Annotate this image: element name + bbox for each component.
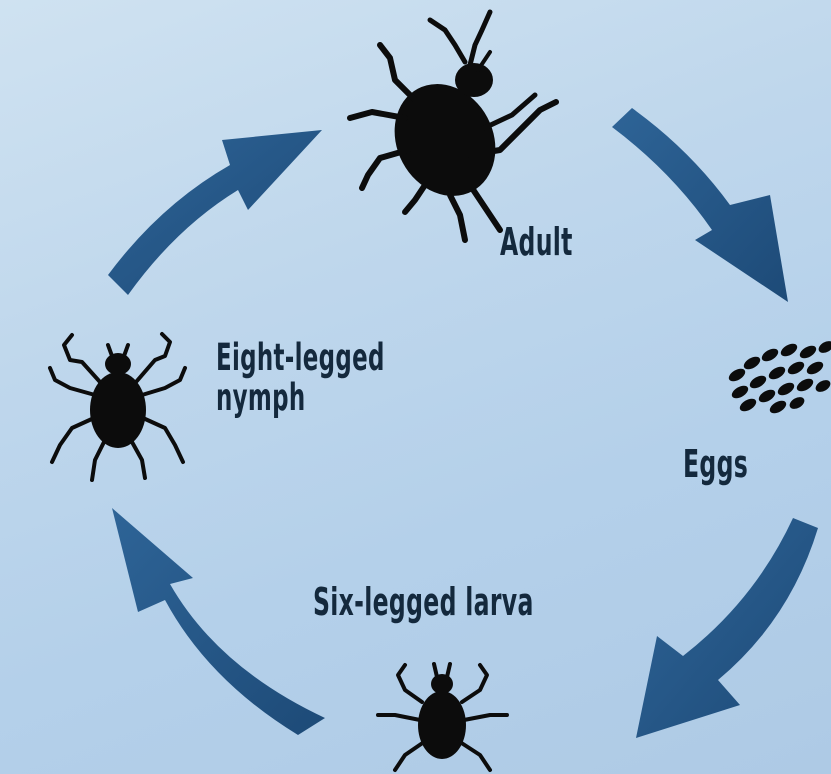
arrow-nymph-to-adult [108, 130, 322, 295]
arrow-larva-to-nymph [112, 508, 325, 735]
arrow-adult-to-eggs [612, 108, 788, 302]
stage-label-adult: Adult [500, 220, 573, 264]
adult-tick-icon [350, 12, 556, 240]
arrow-eggs-to-larva [636, 518, 818, 738]
nymph-tick-icon [50, 334, 185, 480]
stage-label-nymph: Eight-legged nymph [216, 338, 385, 418]
larva-tick-icon [378, 664, 507, 770]
stage-label-larva: Six-legged larva [313, 580, 534, 624]
egg-cluster-icon [727, 339, 831, 416]
stage-label-nymph-line2: nymph [216, 378, 385, 418]
stage-label-eggs: Eggs [683, 442, 748, 486]
stage-label-nymph-line1: Eight-legged [216, 338, 385, 378]
